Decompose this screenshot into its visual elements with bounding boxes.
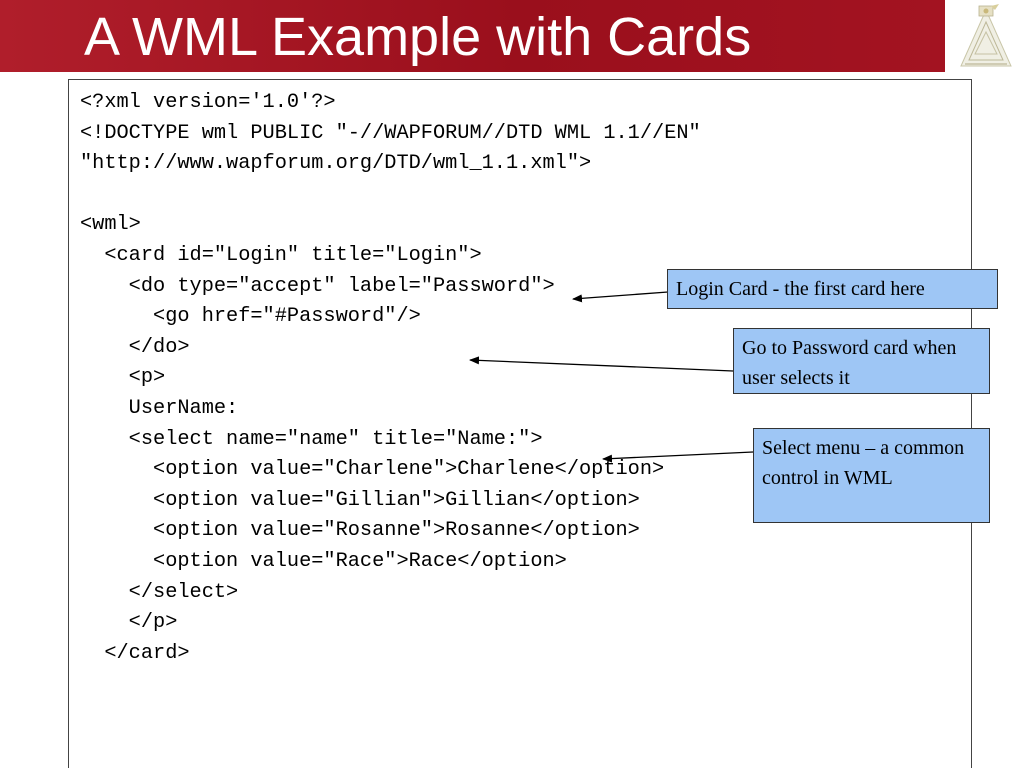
code-line: <wml> [80,213,141,237]
code-line: </card> [80,641,190,665]
wml-code-listing: <?xml version='1.0'?> <!DOCTYPE wml PUBL… [80,88,701,669]
callout-password-card-text: Go to Password card when user selects it [742,337,957,389]
code-line: </do> [80,335,190,359]
code-panel [68,79,972,768]
university-crest-logo [960,4,1012,67]
code-line: <card id="Login" title="Login"> [80,243,482,267]
code-line: </p> [80,611,178,635]
code-line: UserName: [80,396,239,420]
code-line: <!DOCTYPE wml PUBLIC "-//WAPFORUM//DTD W… [80,121,701,145]
code-line: <option value="Race">Race</option> [80,549,567,573]
callout-login-card: Login Card - the first card here [667,269,998,309]
code-line: <option value="Gillian">Gillian</option> [80,488,640,512]
callout-select-menu-text: Select menu – a common control in WML [762,437,965,489]
code-line: <p> [80,366,166,390]
code-line: <option value="Rosanne">Rosanne</option> [80,519,640,543]
code-line [80,180,701,211]
code-line: <go href="#Password"/> [80,305,421,329]
code-line: "http://www.wapforum.org/DTD/wml_1.1.xml… [80,152,592,176]
callout-select-menu: Select menu – a common control in WML [753,428,990,523]
callout-login-card-text: Login Card - the first card here [676,278,925,300]
code-line: <option value="Charlene">Charlene</optio… [80,458,665,482]
code-line: <select name="name" title="Name:"> [80,427,543,451]
slide-title: A WML Example with Cards [84,7,752,67]
code-line: <?xml version='1.0'?> [80,91,336,114]
code-line: <do type="accept" label="Password"> [80,274,555,298]
title-bar: A WML Example with Cards [0,0,945,72]
code-line: </select> [80,580,239,604]
callout-password-card: Go to Password card when user selects it [733,328,990,394]
